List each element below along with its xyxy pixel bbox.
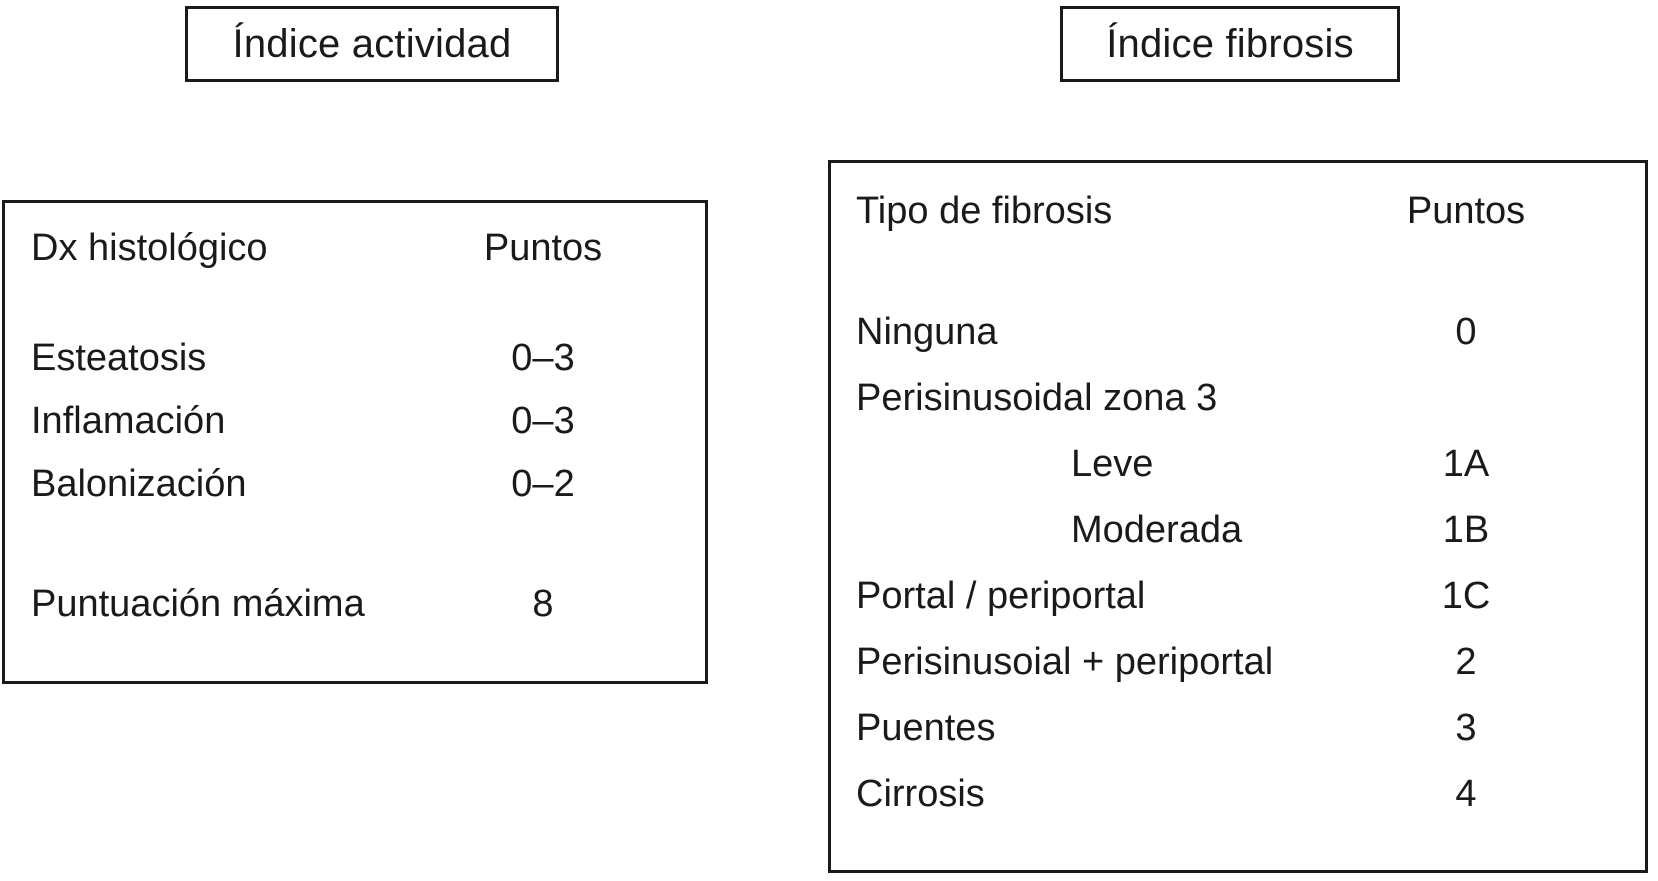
row-points: 1A: [1442, 443, 1490, 485]
spacer-cell: [433, 515, 705, 572]
row-label: Puentes: [856, 707, 996, 749]
table-row-total: Puntuación máxima 8: [5, 572, 705, 635]
spacer-row: [831, 249, 1645, 299]
total-points: 8: [532, 582, 554, 625]
row-label: Balonización: [31, 462, 247, 505]
table-header-row: Tipo de fibrosis Puntos: [831, 173, 1645, 249]
spacer-cell: [1351, 249, 1645, 299]
row-label: Perisinusoidal zona 3: [856, 377, 1218, 419]
spacer-cell: [5, 285, 433, 326]
row-points: [1351, 365, 1645, 431]
table-row: Esteatosis 0–3: [5, 326, 705, 389]
table-row: Cirrosis 4: [831, 761, 1645, 827]
row-label: Portal / periportal: [856, 575, 1146, 617]
table-row: Perisinusoidal zona 3: [831, 365, 1645, 431]
row-points: 4: [1455, 773, 1477, 815]
table-row: Moderada 1B: [831, 497, 1645, 563]
activity-index-title-box: Índice actividad: [185, 6, 559, 82]
row-points: 0–3: [511, 336, 575, 379]
row-points: 0–2: [511, 462, 575, 505]
table-row: Inflamación 0–3: [5, 389, 705, 452]
row-label: Moderada: [1071, 509, 1243, 551]
row-points: 0: [1455, 311, 1477, 353]
fibrosis-score-table: Tipo de fibrosis Puntos Ninguna 0 Perisi…: [831, 173, 1645, 827]
spacer-cell: [831, 249, 1351, 299]
table-row: Leve 1A: [831, 431, 1645, 497]
column-header-points: Puntos: [483, 227, 603, 269]
fibrosis-index-title-label: Índice fibrosis: [1106, 22, 1354, 66]
row-label: Inflamación: [31, 399, 226, 442]
fibrosis-index-panel: Tipo de fibrosis Puntos Ninguna 0 Perisi…: [828, 160, 1648, 873]
table-row: Portal / periportal 1C: [831, 563, 1645, 629]
table-row: Perisinusoial + periportal 2: [831, 629, 1645, 695]
activity-index-title-label: Índice actividad: [232, 22, 512, 66]
table-row: Balonización 0–2: [5, 452, 705, 515]
table-header-row: Dx histológico Puntos: [5, 211, 705, 285]
row-points: 3: [1455, 707, 1477, 749]
row-label: Cirrosis: [856, 773, 985, 815]
column-header-points: Puntos: [1406, 190, 1526, 232]
column-header-diagnosis: Dx histológico: [31, 227, 268, 269]
spacer-row: [5, 515, 705, 572]
activity-score-table: Dx histológico Puntos Esteatosis 0–3 Inf…: [5, 211, 705, 635]
row-points: 1B: [1442, 509, 1490, 551]
spacer-cell: [5, 515, 433, 572]
row-label: Leve: [1071, 443, 1154, 485]
activity-index-panel: Dx histológico Puntos Esteatosis 0–3 Inf…: [2, 200, 708, 684]
row-points: 2: [1455, 641, 1477, 683]
row-label: Perisinusoial + periportal: [856, 641, 1274, 683]
row-points: 0–3: [511, 399, 575, 442]
spacer-cell: [433, 285, 705, 326]
table-row: Puentes 3: [831, 695, 1645, 761]
spacer-row: [5, 285, 705, 326]
row-points: 1C: [1441, 575, 1491, 617]
row-label: Esteatosis: [31, 336, 207, 379]
table-row: Ninguna 0: [831, 299, 1645, 365]
column-header-fibrosis-type: Tipo de fibrosis: [856, 190, 1113, 232]
total-label: Puntuación máxima: [31, 582, 365, 625]
fibrosis-index-title-box: Índice fibrosis: [1060, 6, 1400, 82]
row-label: Ninguna: [856, 311, 998, 353]
